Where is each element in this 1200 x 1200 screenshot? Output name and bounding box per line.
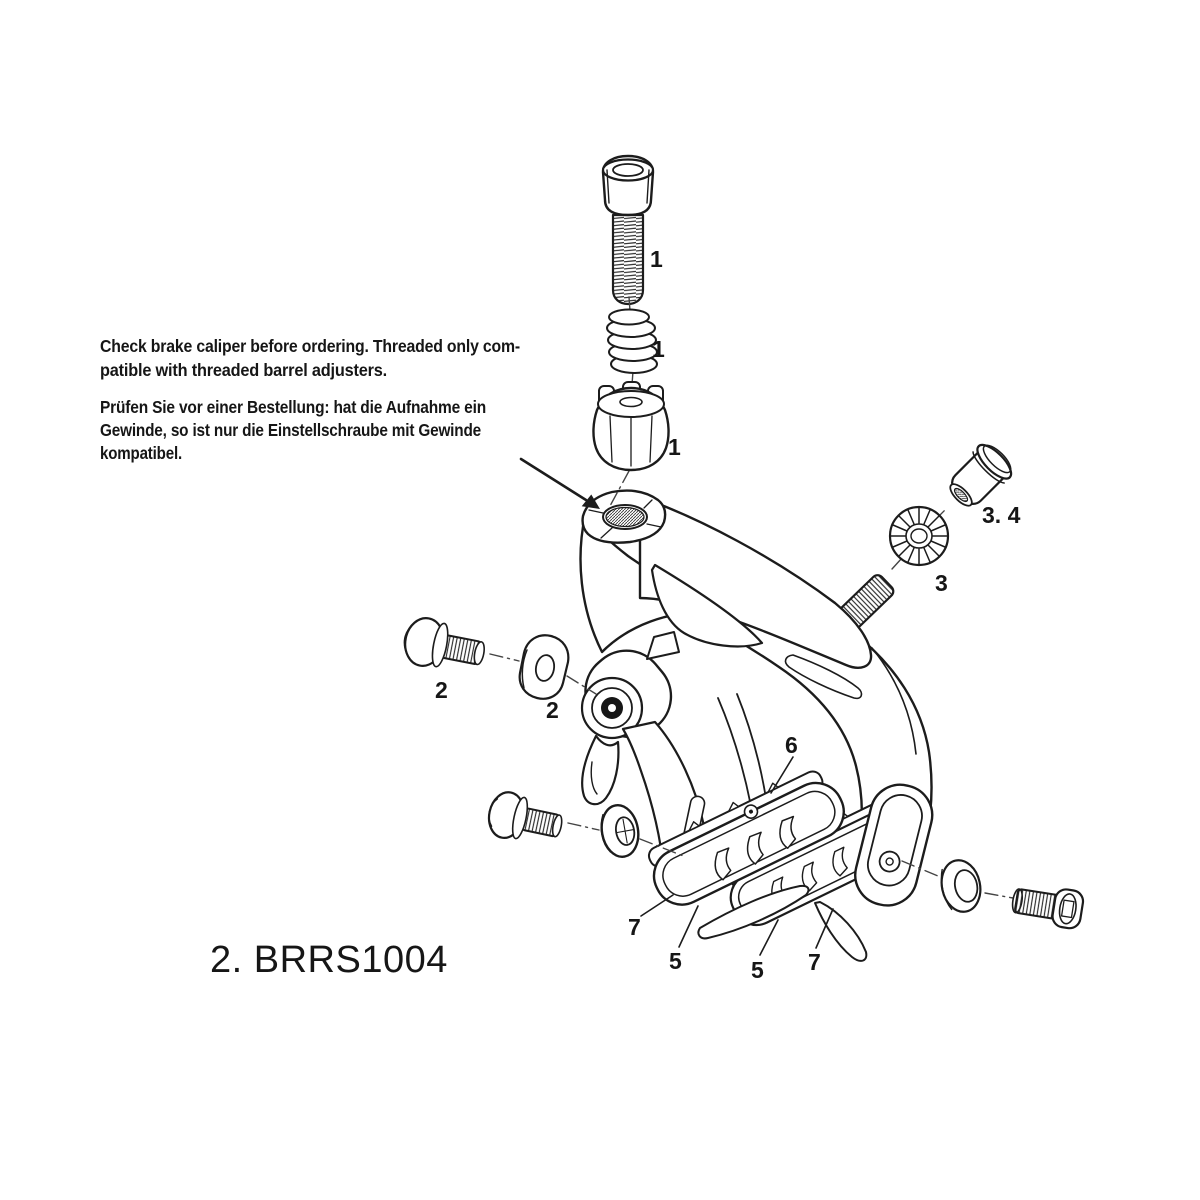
- recessed-mounting-nut: [949, 443, 1013, 507]
- quick-release-lever: [581, 734, 620, 806]
- compression-nut: [592, 381, 670, 472]
- annotation-text: Check brake caliper before ordering. Thr…: [100, 336, 521, 463]
- label-mounting-nut: 3. 4: [982, 502, 1021, 528]
- axis-line-right-bolt: [901, 860, 1014, 899]
- label-pad-holder-right: 7: [808, 949, 821, 975]
- label-pad-holder-left: 7: [628, 914, 641, 940]
- label-compression-nut: 1: [668, 434, 681, 460]
- note-en-line1: Check brake caliper before ordering. Thr…: [100, 336, 520, 356]
- label-pad-assembly: 6: [785, 732, 798, 758]
- pad-washer: [600, 804, 640, 858]
- cup-washer-right: [940, 859, 982, 913]
- label-star-washer: 3: [935, 570, 948, 596]
- note-de-line1: Prüfen Sie vor einer Bestellung: hat die…: [100, 397, 486, 417]
- caliper-pivot: [580, 631, 680, 740]
- label-adjuster-bolt: 1: [650, 246, 663, 272]
- pad-fin-left: [697, 884, 810, 940]
- part-number-labels: 1 1 1 3. 4 3 2 2 6 7 5 5 7: [435, 246, 1021, 983]
- cable-clamp-tab: [646, 631, 680, 660]
- caliper-front-arm: [579, 489, 873, 669]
- pointer-arrow: [519, 457, 600, 509]
- star-washer: [888, 505, 950, 567]
- mounting-bolt: [403, 617, 485, 668]
- note-en-line2: patible with threaded barrel adjusters.: [100, 360, 387, 380]
- label-adjuster-spring: 1: [652, 336, 665, 362]
- axis-line-mounting-bolt: [489, 653, 597, 695]
- pad-bolt-right: [1011, 888, 1085, 930]
- label-mounting-bolt: 2: [435, 677, 448, 703]
- adjuster-spring: [606, 308, 658, 374]
- label-pad-insert-right: 5: [751, 957, 764, 983]
- nut-plate: [518, 634, 570, 700]
- pad-fixing-screw: [487, 791, 563, 840]
- caliper-right-arm-end: [854, 783, 934, 907]
- note-de-line3: kompatibel.: [100, 443, 182, 463]
- barrel-adjuster-bolt: [601, 154, 655, 306]
- brake-pad-left: [647, 770, 845, 906]
- axis-line-pad-screw: [567, 822, 687, 858]
- label-nut-plate: 2: [546, 697, 559, 723]
- product-code: 2. BRRS1004: [210, 939, 448, 981]
- label-pad-insert-left: 5: [669, 948, 682, 974]
- label-leader-lines: [640, 756, 834, 956]
- note-de-line2: Gewinde, so ist nur die Einstellschraube…: [100, 420, 481, 440]
